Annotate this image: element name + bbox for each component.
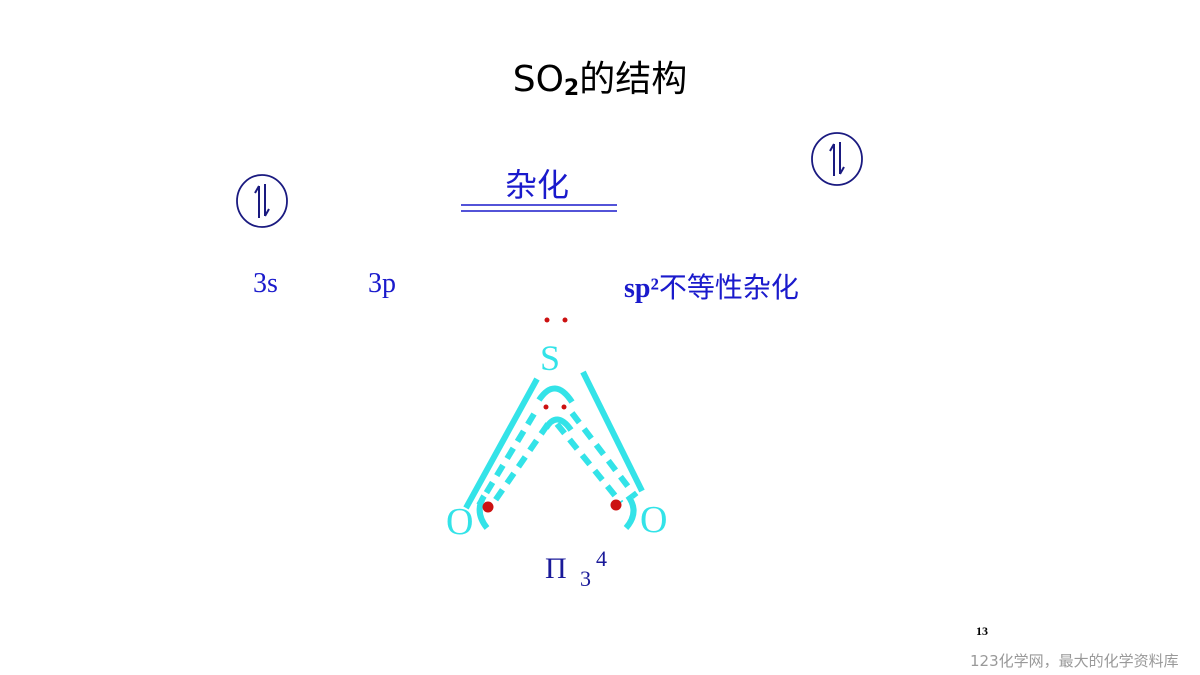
page-number: 13	[976, 624, 988, 638]
pi-arc-inner	[543, 416, 574, 432]
pi-symbol: Π	[545, 552, 567, 585]
sp2-rest: 不等性杂化	[658, 271, 799, 304]
pi-superscript: 4	[596, 546, 607, 571]
pi-bond-right-inner	[554, 422, 624, 505]
pi-electron	[561, 404, 567, 410]
pi-hook-right	[623, 494, 637, 530]
pi-arc-top	[536, 385, 575, 404]
label-sp2-hybrid: sp²不等性杂化	[624, 266, 799, 306]
atom-oxygen-right: O	[640, 499, 667, 541]
title-main: SO	[512, 59, 564, 100]
sp2-prefix: sp²	[624, 273, 659, 304]
oxygen-electron	[482, 501, 494, 513]
oxygen-electron	[610, 499, 622, 511]
hybridization-heading: 杂化	[505, 166, 570, 204]
slide-title: SO2的结构	[0, 50, 1200, 102]
label-3s: 3s	[253, 268, 278, 299]
pi-bond-left-outer	[476, 412, 537, 507]
title-subscript: 2	[563, 76, 580, 101]
lone-pair-electron	[544, 317, 550, 323]
lone-pair-electron	[562, 317, 568, 323]
pi-bond-left-inner	[489, 422, 551, 507]
pi-electron	[543, 404, 549, 410]
orbital-paired-icon	[811, 132, 863, 186]
sigma-bond-right	[580, 370, 645, 493]
watermark: 123化学网，最大的化学资料库	[970, 652, 1179, 670]
atom-sulfur: S	[540, 338, 560, 378]
label-3p: 3p	[368, 268, 396, 299]
pi-hook-left	[476, 494, 490, 530]
title-rest: 的结构	[579, 59, 688, 100]
electron-dots	[482, 317, 622, 513]
orbital-paired-icon	[236, 174, 288, 228]
sigma-bond-left	[463, 377, 540, 510]
pi-subscript: 3	[580, 566, 591, 591]
pi-bond-right-outer	[569, 411, 639, 499]
